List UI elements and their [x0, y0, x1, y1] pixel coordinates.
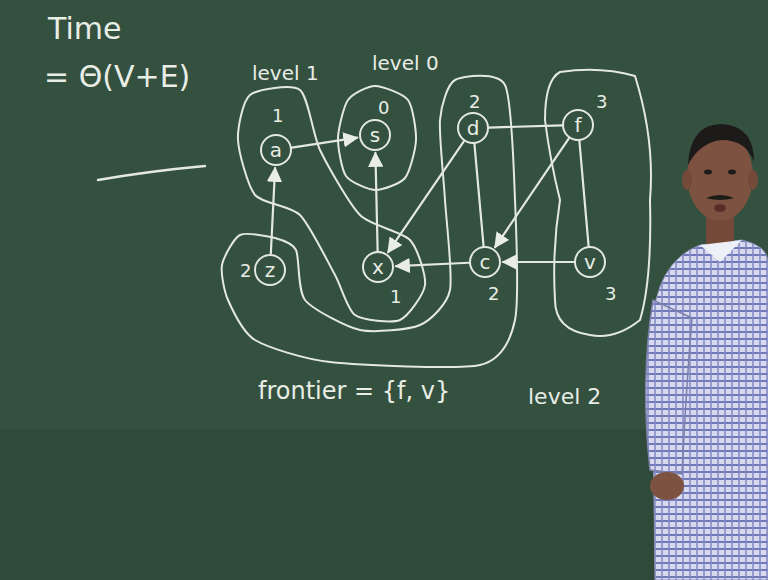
formula-text: = Θ(V+E) — [44, 60, 190, 93]
vertex-label: c — [480, 251, 491, 273]
graph-edge — [271, 168, 275, 254]
level-heading: level 2 — [528, 385, 601, 409]
graph-edge — [503, 261, 574, 263]
ear — [748, 170, 758, 190]
graph-edge — [495, 138, 569, 247]
text-slot: v — [584, 251, 596, 273]
level-region-outline — [238, 87, 425, 321]
level-region-outline — [208, 66, 529, 379]
distance-number: 3 — [596, 92, 607, 112]
text-slot: 0 — [378, 98, 389, 118]
text-slot: 1 — [390, 287, 401, 307]
graph-edge — [396, 263, 469, 266]
vertex-circle: x1 — [362, 251, 394, 283]
eye — [704, 170, 712, 175]
text-slot: 2 — [469, 92, 480, 112]
vertex-label: f — [574, 114, 581, 136]
text-slot: x — [372, 256, 384, 278]
vertex-circle: 1a — [260, 134, 292, 166]
level-region-outline — [338, 86, 416, 190]
vertex-circle: 2z — [254, 254, 286, 286]
vertex-circle: 3f — [562, 109, 594, 141]
ear — [682, 170, 692, 190]
vertex-circle: c2 — [469, 246, 501, 278]
graph-edge — [388, 141, 464, 252]
distance-number: 2 — [240, 261, 251, 281]
vertex-circle: 2d — [457, 112, 489, 144]
graph-edge — [474, 144, 483, 246]
distance-number: 0 — [378, 98, 389, 118]
level-heading: level 0 — [372, 52, 439, 74]
distance-number: 1 — [390, 287, 401, 307]
graph-edge — [292, 138, 357, 148]
graph-edge — [489, 125, 562, 127]
graph-edge — [375, 153, 377, 251]
vertex-label: d — [467, 117, 480, 139]
text-slot: f — [574, 114, 581, 136]
level-region-outline — [545, 70, 651, 336]
vertex-label: v — [584, 251, 596, 273]
text-slot: 2 — [488, 284, 499, 304]
hair — [688, 124, 754, 165]
distance-number: 2 — [488, 284, 499, 304]
arm — [646, 300, 692, 474]
level-heading: level 1 — [252, 62, 319, 84]
text-slot: level 0 — [372, 52, 439, 74]
level-region: level 22d2zc2 — [208, 66, 529, 379]
text-slot: s — [370, 124, 380, 146]
text-slot: 3 — [605, 284, 616, 304]
moustache — [706, 195, 734, 200]
mouth — [714, 204, 726, 212]
level-region-outline — [222, 76, 517, 367]
text-slot: level 1 — [252, 62, 319, 84]
eye — [728, 170, 736, 175]
hand — [650, 472, 684, 500]
vertex-label: z — [265, 259, 276, 281]
text-slot: a — [270, 139, 282, 161]
text-slot: 1 — [272, 106, 283, 126]
lecturer-figure — [646, 124, 768, 580]
vertex-label: s — [370, 124, 380, 146]
vertex-label: a — [270, 139, 282, 161]
collar — [700, 240, 742, 262]
distance-number: 1 — [272, 106, 283, 126]
level-region: level 11ax1 — [224, 76, 439, 334]
text-slot: level 2 — [528, 385, 601, 409]
formula-text: Time — [48, 12, 121, 45]
text-slot: 2 — [240, 261, 251, 281]
text-slot: z — [265, 259, 276, 281]
level-region-outline — [224, 76, 439, 334]
distance-number: 2 — [469, 92, 480, 112]
text-slot: 3 — [596, 92, 607, 112]
label-slot: frontier = {f, v} — [258, 378, 450, 404]
level-region: level 00s — [324, 72, 430, 204]
vertex-circle: v3 — [574, 246, 606, 278]
formula-underline — [98, 166, 205, 180]
vertex-label: x — [372, 256, 384, 278]
vertex-circle: 0s — [359, 119, 391, 151]
label-slot: Time — [48, 12, 121, 45]
graph-edge — [579, 141, 588, 246]
text-slot: d — [467, 117, 480, 139]
label-slot: = Θ(V+E) — [44, 60, 190, 93]
distance-number: 3 — [605, 284, 616, 304]
frontier-note: frontier = {f, v} — [258, 378, 450, 404]
text-slot: c — [480, 251, 491, 273]
